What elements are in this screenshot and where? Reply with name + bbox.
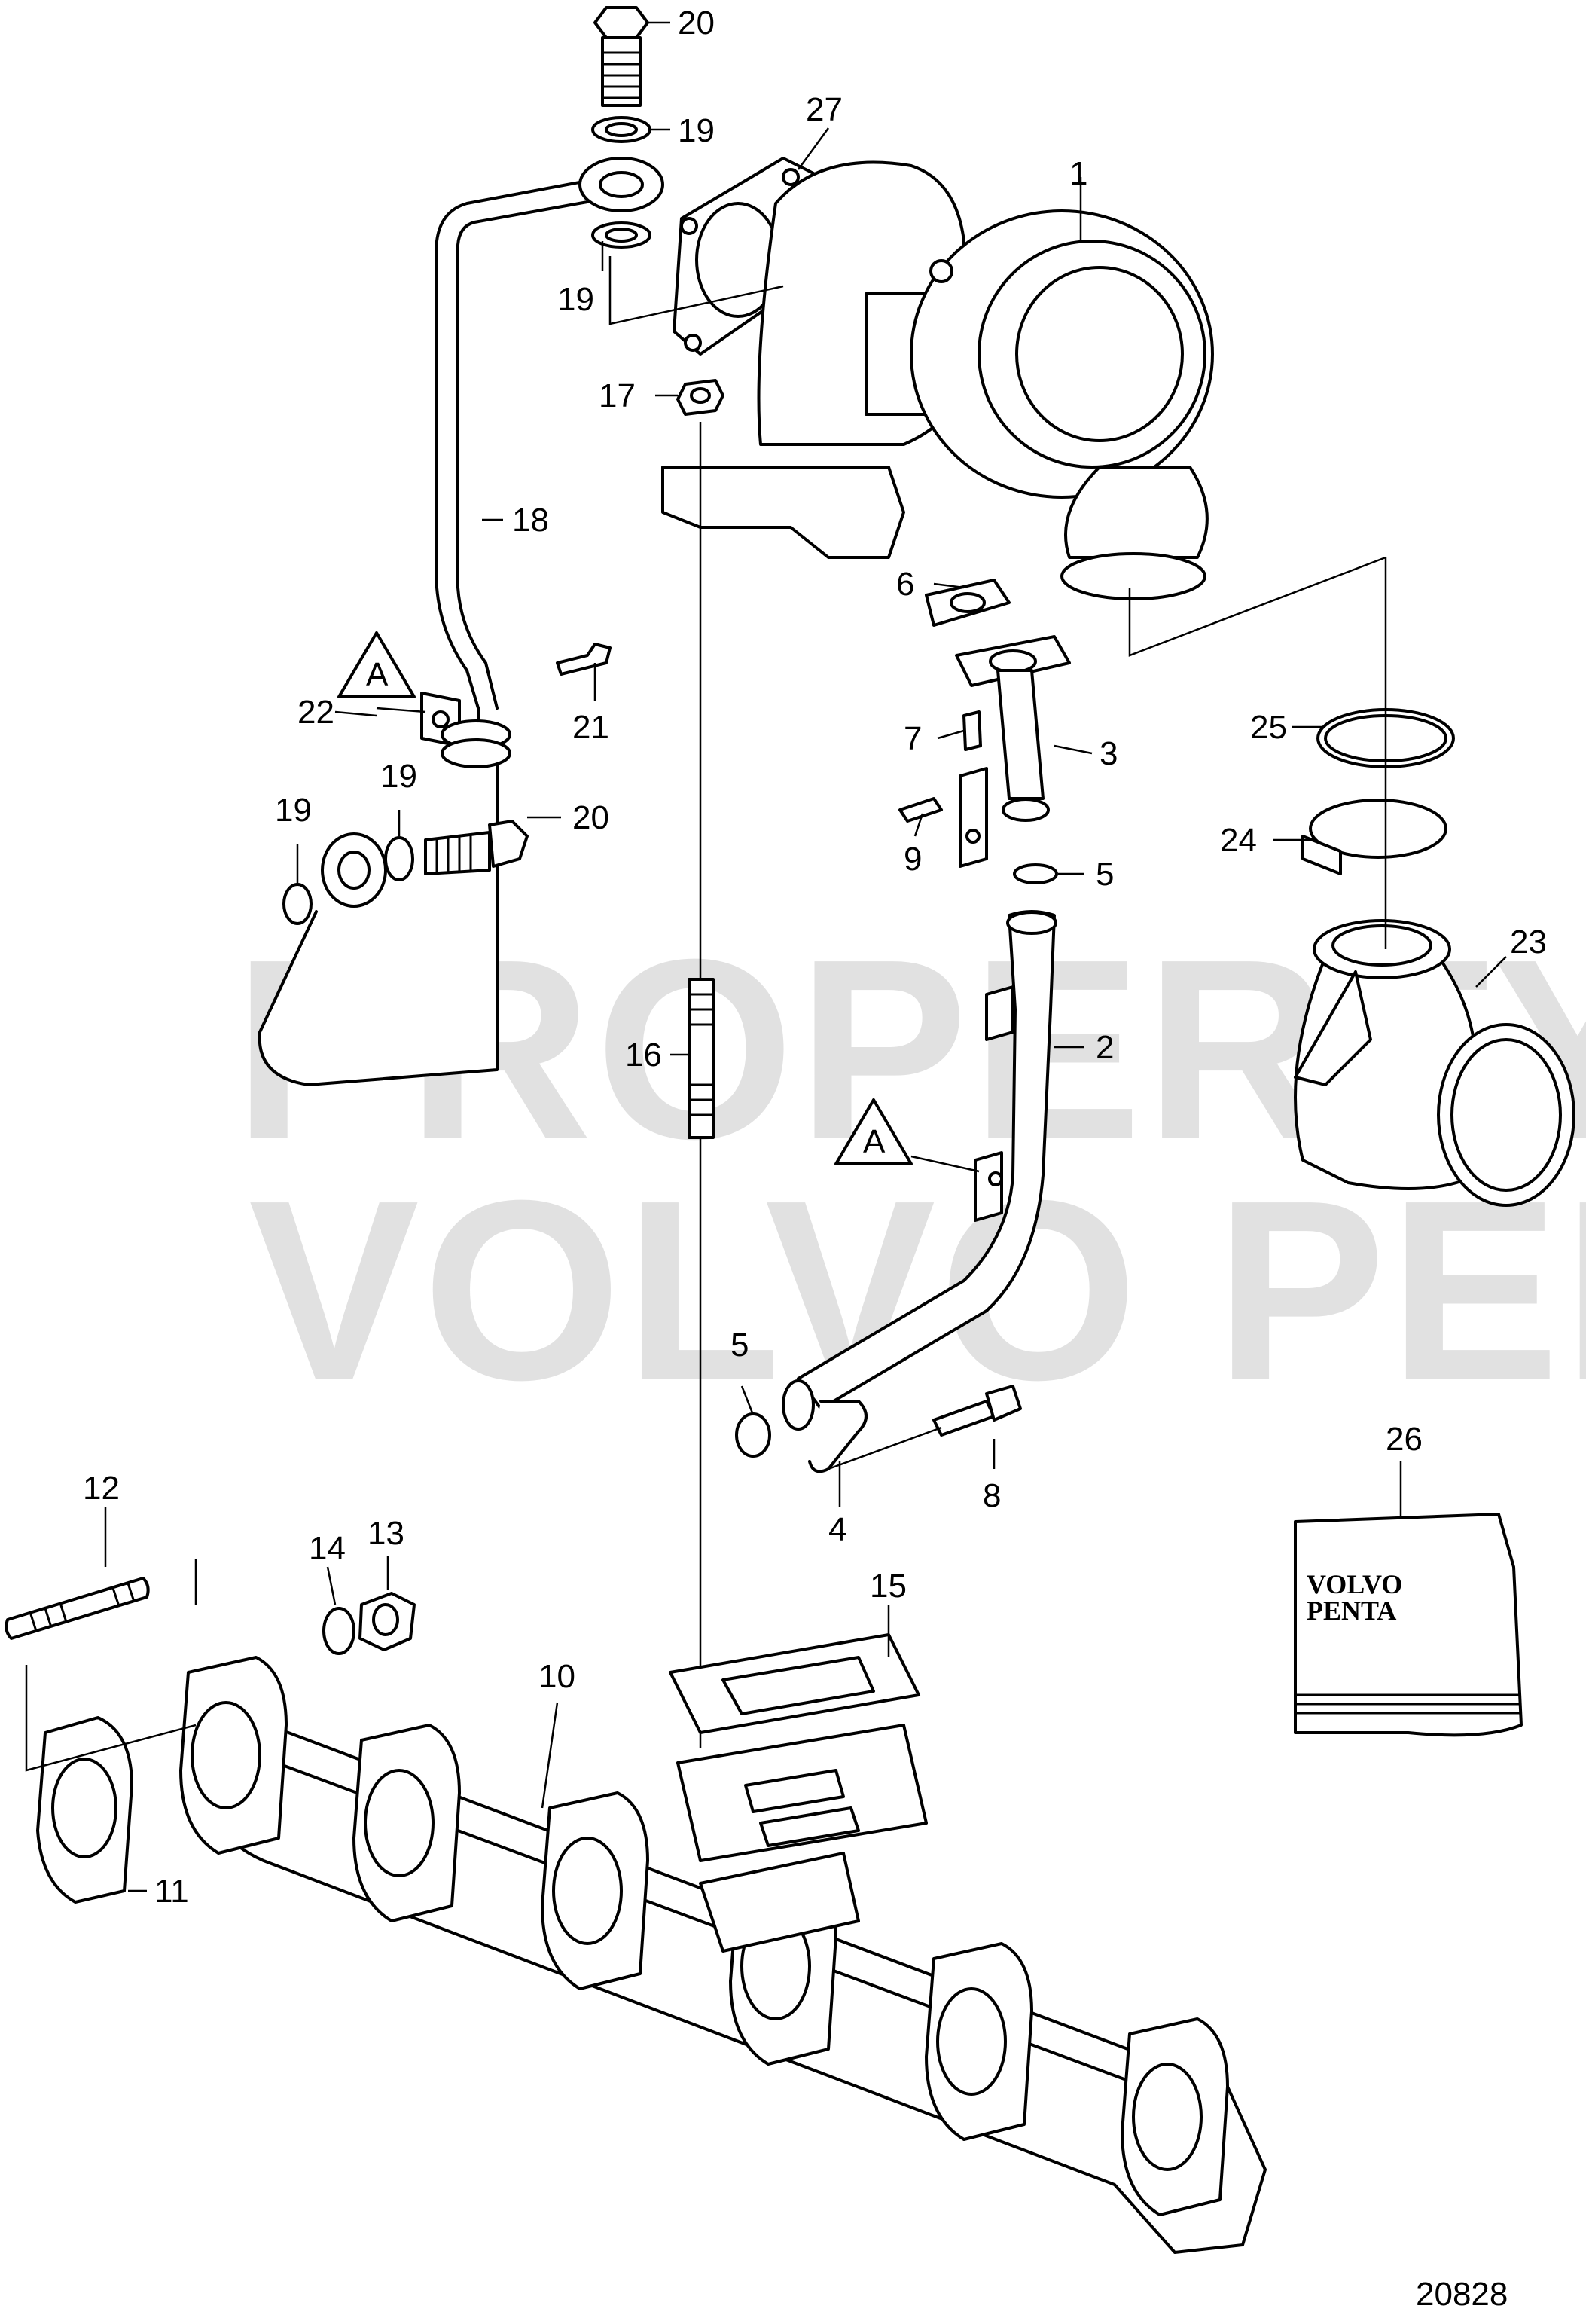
oil-pipe-lower-loop — [258, 707, 499, 1086]
drain-pipe-2 — [782, 910, 1057, 1431]
callout-6: 6 — [896, 566, 914, 603]
callout-4: 4 — [828, 1511, 846, 1548]
instruction-manual-26: VOLVO PENTA — [1294, 1513, 1523, 1737]
manifold-flange-3 — [541, 1791, 649, 1990]
callout-25: 25 — [1250, 709, 1287, 746]
banjo-bolt-top — [593, 6, 649, 107]
nut-13 — [358, 1592, 416, 1651]
callout-11: 11 — [154, 1873, 189, 1910]
gasket-15 — [669, 1633, 920, 1734]
callout-15: 15 — [870, 1568, 907, 1605]
callout-18: 18 — [512, 502, 549, 539]
clip-4 — [808, 1400, 868, 1473]
callout-27: 27 — [806, 91, 843, 128]
stud-16 — [688, 978, 715, 1139]
washer-14 — [322, 1607, 355, 1655]
manifold-flange-6 — [1121, 2017, 1229, 2216]
pipe-clamp-22 — [420, 692, 511, 768]
turbo-flange-plate — [676, 1724, 928, 1862]
callout-20-lower: 20 — [572, 799, 609, 836]
callout-5-upper: 5 — [1096, 856, 1114, 893]
reference-triangle-a-right: A — [834, 1098, 913, 1165]
reference-triangle-a-left: A — [337, 631, 416, 698]
manual-cover-volvo: VOLVO — [1307, 1569, 1402, 1599]
nut-17 — [676, 379, 724, 416]
callout-13: 13 — [368, 1515, 404, 1552]
callout-5-lower: 5 — [730, 1327, 749, 1364]
callout-7: 7 — [904, 720, 922, 757]
manual-cover-penta: PENTA — [1307, 1596, 1396, 1626]
callout-10: 10 — [538, 1658, 575, 1695]
gasket-11 — [36, 1716, 133, 1904]
callout-19-left: 19 — [275, 792, 312, 829]
callout-2: 2 — [1096, 1029, 1114, 1066]
manifold-flange-5 — [925, 1942, 1033, 2141]
stud-12 — [5, 1577, 150, 1640]
stud-12-leader — [25, 1559, 197, 1772]
callout-numbers: 20 19 27 1 19 17 18 6 22 21 7 3 25 19 19… — [83, 5, 1547, 1910]
reference-mark-a-right: A — [863, 1123, 886, 1160]
manifold-flange-1 — [179, 1656, 288, 1855]
callout-23: 23 — [1510, 924, 1547, 960]
callout-9: 9 — [904, 841, 922, 878]
callout-26: 26 — [1386, 1421, 1423, 1458]
oil-pipe-18 — [435, 157, 664, 710]
adapter-23 — [1294, 919, 1575, 1207]
callout-1: 1 — [1069, 155, 1087, 192]
callout-14: 14 — [309, 1530, 346, 1567]
callout-21: 21 — [572, 709, 609, 746]
callout-17: 17 — [599, 377, 636, 414]
sealing-washer-left — [282, 883, 313, 925]
callout-19-top: 19 — [678, 112, 715, 149]
reference-mark-a-left: A — [366, 656, 389, 693]
gasket-6 — [925, 579, 1011, 627]
callout-19-mid: 19 — [557, 281, 594, 318]
callout-16: 16 — [625, 1037, 662, 1073]
screw-9 — [898, 797, 943, 823]
sealing-washer-upper — [591, 116, 651, 143]
watermark-line-2: VOLVO PENTA — [249, 1147, 1586, 1434]
screw-8 — [932, 1385, 1022, 1437]
callout-24: 24 — [1220, 822, 1257, 859]
manifold-flange-2 — [352, 1724, 461, 1922]
o-ring-5-lower — [735, 1412, 771, 1458]
hose-clamp-24 — [1301, 799, 1447, 875]
screw-21 — [556, 643, 612, 676]
sealing-washer-lower — [591, 221, 651, 249]
callout-22: 22 — [297, 694, 334, 731]
drain-pipe-3 — [996, 669, 1050, 822]
turbo-outlet-leader — [1128, 556, 1386, 657]
banjo-bolt-lower — [424, 820, 529, 875]
screw-7 — [962, 710, 982, 751]
figure-number: 20828 — [1416, 2276, 1508, 2313]
callout-8: 8 — [983, 1477, 1001, 1514]
exhaust-manifold — [179, 1656, 1267, 2254]
callout-3: 3 — [1100, 735, 1118, 772]
sealing-washer-mid — [384, 836, 414, 881]
o-ring-5-upper — [1013, 863, 1058, 884]
callout-19-right: 19 — [380, 758, 417, 795]
screw-8-axis-line — [828, 1426, 942, 1470]
turbocharger — [661, 160, 1214, 600]
callout-12: 12 — [83, 1470, 120, 1507]
callout-leaders — [104, 21, 1507, 1892]
callout-20-top: 20 — [678, 5, 715, 41]
bracket-drain-pipe — [959, 767, 988, 868]
